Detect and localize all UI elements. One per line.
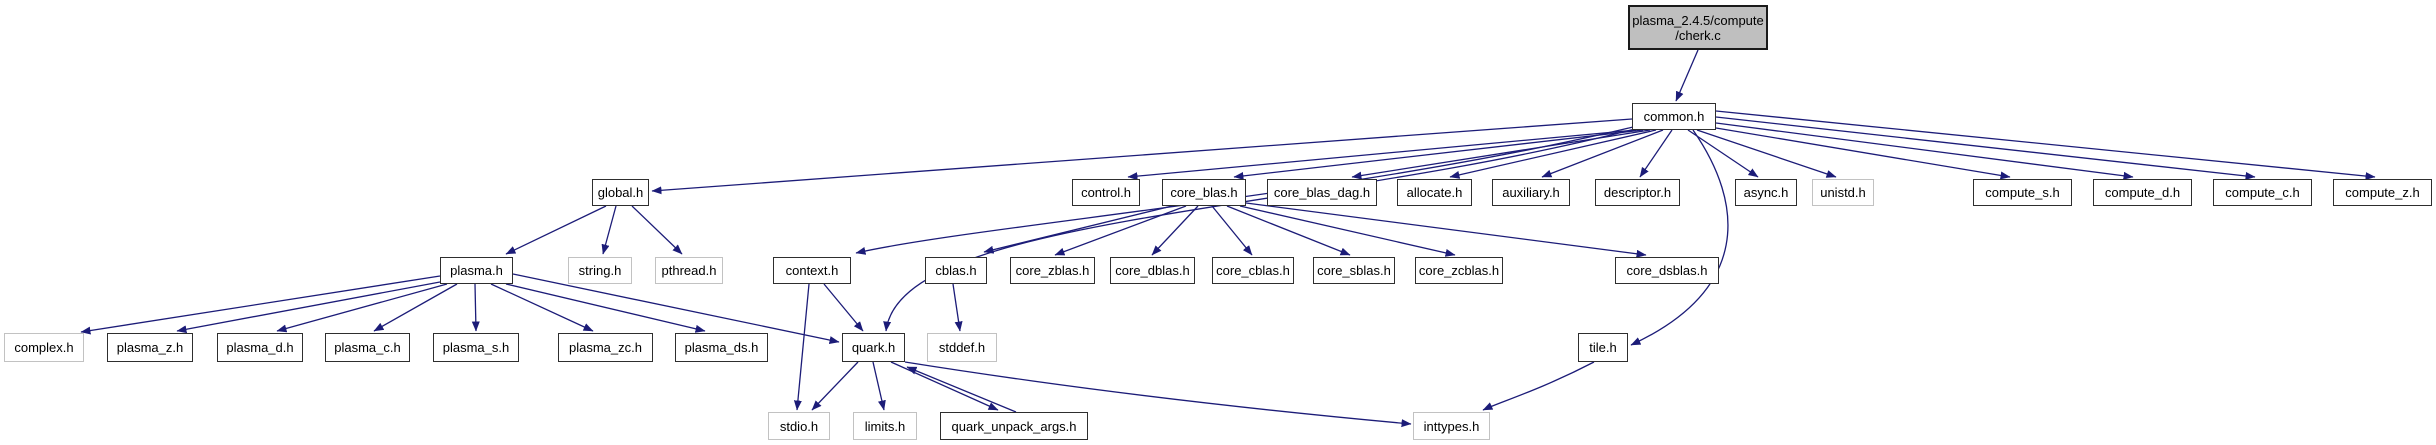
- node-core_sblas-h[interactable]: core_sblas.h: [1313, 257, 1395, 284]
- edge-quark-h-to-quark_unpack_args-h: [890, 361, 999, 411]
- node-limits-h: limits.h: [853, 412, 917, 440]
- edge-core_blas-h-to-core_dsblas-h: [1245, 202, 1647, 258]
- edge-quark-h-to-limits-h: [872, 361, 886, 411]
- edge-core_blas-h-to-core_dblas-h: [1151, 205, 1199, 256]
- node-core_zcblas-h[interactable]: core_zcblas.h: [1415, 257, 1503, 284]
- edge-common-h-to-core_blas_dag-h: [1351, 129, 1651, 180]
- node-inttypes-h: inttypes.h: [1413, 412, 1490, 440]
- node-string-h: string.h: [568, 257, 632, 284]
- node-core_zblas-h[interactable]: core_zblas.h: [1010, 257, 1095, 284]
- edge-plasma-h-to-complex-h: [80, 275, 441, 335]
- node-auxiliary-h[interactable]: auxiliary.h: [1492, 179, 1570, 206]
- edge-quark-h-to-stdio-h: [811, 361, 859, 411]
- edge-common-h-to-unistd-h: [1696, 129, 1837, 178]
- node-global-h[interactable]: global.h: [592, 179, 649, 206]
- node-plasma_ds-h[interactable]: plasma_ds.h: [675, 333, 768, 362]
- edge-common-h-to-auxiliary-h: [1541, 129, 1664, 178]
- edge-common-h-to-tile-h: [1630, 129, 1729, 346]
- node-allocate-h[interactable]: allocate.h: [1397, 179, 1472, 206]
- node-compute_z-h[interactable]: compute_z.h: [2333, 179, 2432, 206]
- node-quark_unpack_args-h[interactable]: quark_unpack_args.h: [940, 412, 1088, 440]
- node-core_blas_dag-h[interactable]: core_blas_dag.h: [1267, 179, 1377, 206]
- edge-global-h-to-plasma-h: [505, 205, 607, 255]
- edge-plasma-h-to-plasma_s-h: [471, 283, 480, 332]
- edge-plasma-h-to-plasma_z-h: [176, 281, 441, 334]
- node-descriptor-h[interactable]: descriptor.h: [1595, 179, 1680, 206]
- edge-core_blas-h-to-core_sblas-h: [1226, 205, 1351, 256]
- edge-global-h-to-string-h: [601, 205, 617, 255]
- edge-common-h-to-compute_s-h: [1715, 127, 2011, 180]
- node-plasma-h[interactable]: plasma.h: [440, 257, 513, 284]
- edge-context-h-to-quark-h: [823, 283, 864, 332]
- edge-common-h-to-global-h: [651, 118, 1633, 195]
- node-core_blas-h[interactable]: core_blas.h: [1162, 179, 1246, 206]
- edge-plasma-h-to-plasma_ds-h: [505, 283, 706, 333]
- edge-common-h-to-core_blas-h: [1233, 129, 1644, 180]
- edge-core_blas-h-to-core_zblas-h: [1054, 205, 1187, 256]
- edge-quark_unpack_args-h-to-quark-h: [906, 366, 1017, 413]
- node-cblas-h[interactable]: cblas.h: [925, 257, 987, 284]
- node-core_cblas-h[interactable]: core_cblas.h: [1212, 257, 1294, 284]
- node-plasma_z-h[interactable]: plasma_z.h: [107, 333, 193, 362]
- node-tile-h[interactable]: tile.h: [1578, 333, 1628, 362]
- node-quark-h[interactable]: quark.h: [842, 333, 905, 362]
- node-plasma_d-h[interactable]: plasma_d.h: [217, 333, 303, 362]
- edge-plasma-h-to-plasma_zc-h: [490, 283, 594, 332]
- edge-common-h-to-async-h: [1687, 129, 1759, 178]
- edge-common-h-to-compute_z-h: [1715, 110, 2376, 181]
- node-compute_d-h[interactable]: compute_d.h: [2093, 179, 2192, 206]
- edge-global-h-to-pthread-h: [631, 205, 683, 255]
- edge-plasma-h-to-plasma_d-h: [276, 283, 448, 333]
- node-async-h[interactable]: async.h: [1735, 179, 1797, 206]
- edge-common-h-to-quark-h: [883, 128, 1636, 332]
- node-core_dblas-h[interactable]: core_dblas.h: [1110, 257, 1195, 284]
- edge-cherk-c-to-common-h: [1675, 49, 1699, 102]
- node-common-h[interactable]: common.h: [1632, 103, 1716, 130]
- node-stdio-h: stdio.h: [768, 412, 830, 440]
- edge-cblas-h-to-stddef-h: [952, 283, 963, 332]
- node-unistd-h: unistd.h: [1812, 179, 1874, 206]
- edge-common-h-to-compute_c-h: [1715, 116, 2256, 180]
- edge-core_blas-h-to-core_zcblas-h: [1239, 205, 1456, 257]
- node-plasma_s-h[interactable]: plasma_s.h: [433, 333, 519, 362]
- edge-common-h-to-descriptor-h: [1639, 129, 1673, 178]
- node-cherk-c: plasma_2.4.5/compute /cherk.c: [1628, 5, 1768, 50]
- node-stddef-h: stddef.h: [927, 333, 997, 362]
- edge-common-h-to-compute_d-h: [1715, 122, 2134, 180]
- node-compute_c-h[interactable]: compute_c.h: [2213, 179, 2312, 206]
- node-context-h[interactable]: context.h: [773, 257, 851, 284]
- node-plasma_c-h[interactable]: plasma_c.h: [325, 333, 410, 362]
- edge-core_blas-h-to-cblas-h: [983, 205, 1173, 254]
- edge-common-h-to-allocate-h: [1449, 129, 1657, 179]
- node-plasma_zc-h[interactable]: plasma_zc.h: [558, 333, 653, 362]
- node-core_dsblas-h[interactable]: core_dsblas.h: [1615, 257, 1719, 284]
- edge-core_blas-h-to-core_cblas-h: [1211, 205, 1253, 256]
- edge-context-h-to-stdio-h: [793, 283, 810, 411]
- node-complex-h: complex.h: [4, 333, 84, 362]
- node-control-h[interactable]: control.h: [1072, 179, 1140, 206]
- node-pthread-h: pthread.h: [655, 257, 723, 284]
- node-compute_s-h[interactable]: compute_s.h: [1973, 179, 2072, 206]
- edge-plasma-h-to-quark-h: [512, 273, 840, 344]
- edge-quark-h-to-inttypes-h: [904, 361, 1412, 428]
- edge-common-h-to-control-h: [1127, 129, 1637, 181]
- edge-tile-h-to-inttypes-h: [1482, 361, 1595, 411]
- edge-plasma-h-to-plasma_c-h: [373, 283, 458, 332]
